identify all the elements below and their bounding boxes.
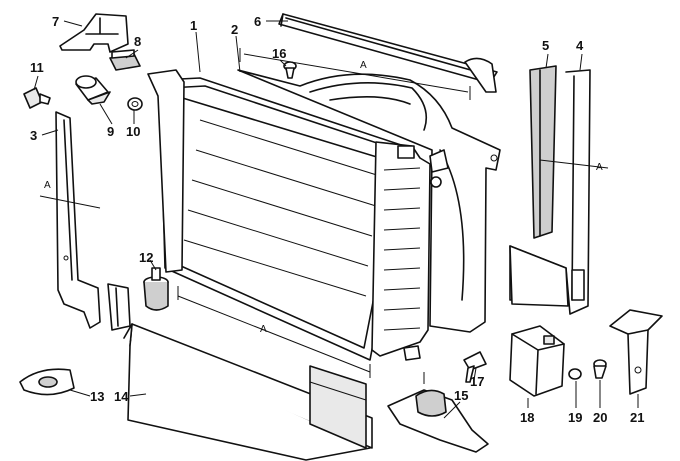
dimension-marker-left: A [44, 180, 51, 191]
callout-6: 6 [254, 14, 261, 29]
callout-4: 4 [576, 38, 584, 53]
part-15-lower-bracket [387, 389, 489, 453]
part-17-bolt [463, 351, 487, 383]
part-12-rubber-mount [143, 267, 169, 311]
callout-3: 3 [30, 128, 37, 143]
part-21-mount-plate [609, 309, 663, 395]
callout-20: 20 [593, 410, 607, 425]
callout-13: 13 [90, 389, 104, 404]
part-11-bleed-screw [23, 87, 51, 109]
callout-11: 11 [30, 60, 44, 75]
part-5-seal [529, 65, 557, 239]
part-6-seal-strip [278, 13, 498, 93]
callout-15: 15 [454, 388, 468, 403]
callout-9: 9 [107, 124, 114, 139]
callout-8: 8 [134, 34, 141, 49]
callout-leaders [33, 20, 639, 419]
callout-21: 21 [630, 410, 644, 425]
part-16-bolt [283, 61, 297, 79]
part-3-left-bracket [55, 111, 131, 331]
dimension-marker-right: A [596, 162, 603, 173]
callout-18: 18 [520, 410, 534, 425]
callout-2: 2 [231, 22, 238, 37]
part-4-right-bracket [509, 69, 591, 315]
callout-16: 16 [272, 46, 286, 61]
callout-19: 19 [568, 410, 582, 425]
dimension-marker-top: A [360, 60, 367, 71]
part-19-washer [568, 368, 582, 380]
dimension-marker-bottom: A [260, 324, 267, 335]
part-14-cover-panel [123, 323, 373, 461]
part-8-pad [109, 49, 141, 71]
callout-14: 14 [114, 389, 129, 404]
part-1-radiator [147, 69, 449, 361]
callout-1: 1 [190, 18, 197, 33]
part-10-washer [127, 97, 143, 111]
part-20-screw [593, 359, 607, 379]
part-13-cap [19, 368, 75, 396]
callout-10: 10 [126, 124, 140, 139]
part-9-temp-switch [75, 75, 111, 105]
callout-7: 7 [52, 14, 59, 29]
callout-5: 5 [542, 38, 549, 53]
dimension-lines [39, 48, 609, 384]
part-18-module [509, 325, 565, 397]
callout-17: 17 [470, 374, 484, 389]
part-7-clamp [59, 13, 129, 53]
callout-12: 12 [139, 250, 153, 265]
